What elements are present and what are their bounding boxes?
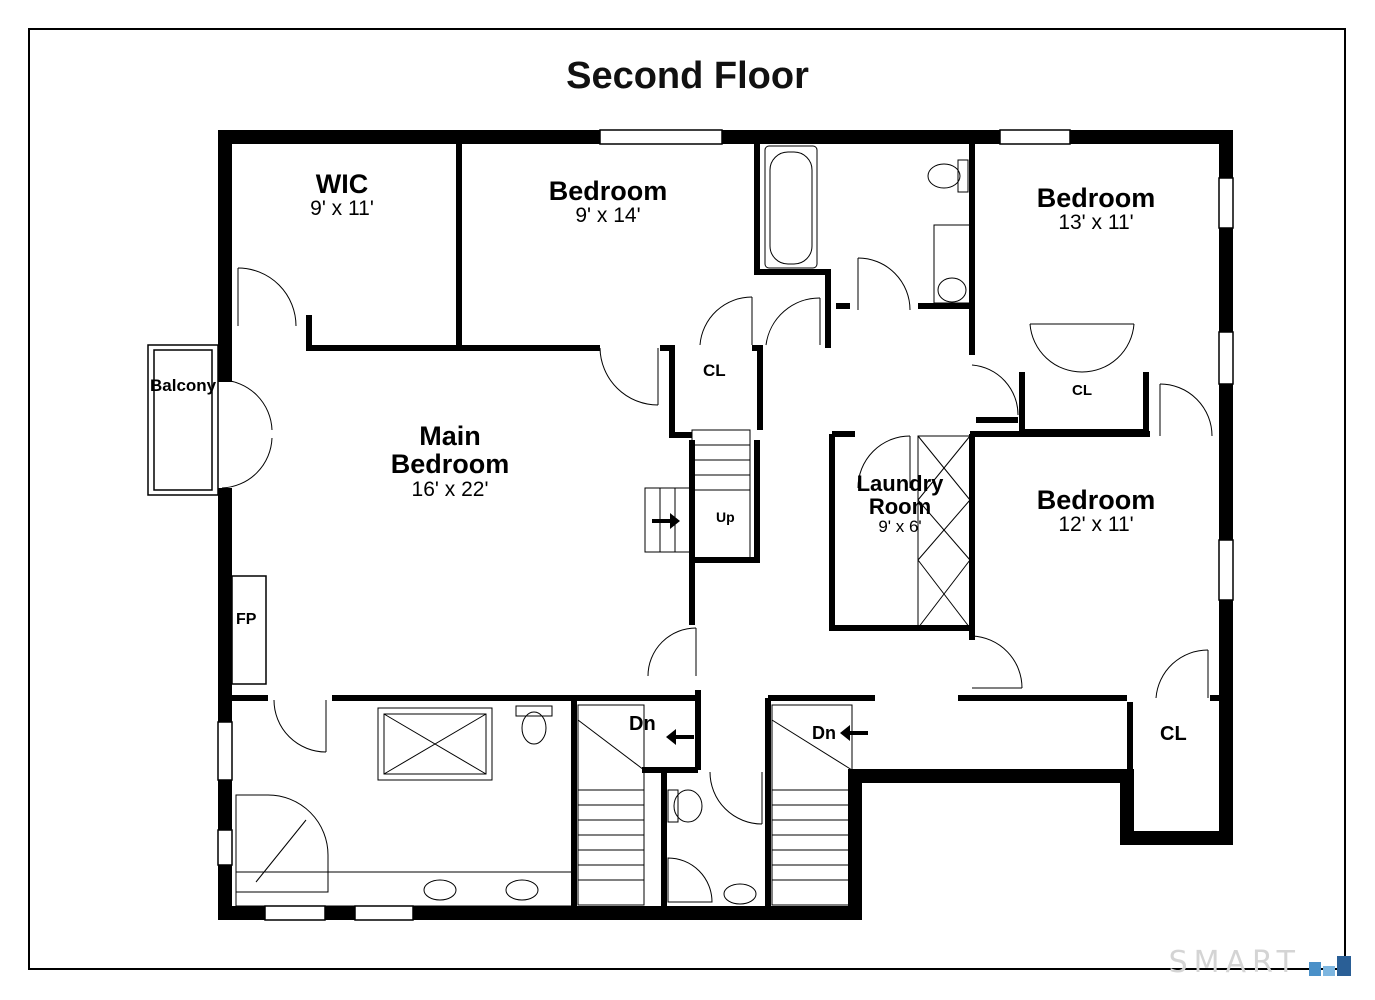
closet-label-1: CL: [703, 361, 726, 380]
page-frame: [28, 28, 1346, 970]
room-name-line1: Main: [419, 421, 481, 451]
room-laundry: Laundry Room 9' x 6': [845, 472, 955, 536]
balcony-label: Balcony: [150, 376, 217, 395]
room-dims: 16' x 22': [411, 477, 489, 501]
interior-walls: [228, 140, 1226, 910]
room-bedroom-a: Bedroom 9' x 14': [528, 177, 688, 227]
room-main-bedroom: Main Bedroom 16' x 22': [370, 422, 530, 501]
room-wic: WIC 9' x 11': [292, 170, 392, 220]
exterior-walls: [218, 130, 1233, 920]
brand-logo: SMART: [1169, 945, 1301, 980]
fireplace: [231, 575, 267, 685]
balcony: [147, 344, 219, 496]
room-dims: 12' x 11': [1058, 513, 1134, 537]
brand-text: SMART: [1168, 945, 1301, 980]
room-name: Bedroom: [1036, 485, 1156, 515]
stairs-down-label-1: Dn: [629, 713, 656, 735]
stairs-down-label-2: Dn: [812, 723, 836, 743]
doors: [221, 257, 1213, 825]
stairs: [577, 429, 853, 906]
room-dims: 13' x 11': [1058, 211, 1134, 235]
room-dims: 9' x 6': [878, 517, 922, 537]
room-dims: 9' x 14': [575, 204, 641, 228]
room-name: Bedroom: [548, 176, 668, 206]
room-bedroom-c: Bedroom 12' x 11': [1016, 486, 1176, 536]
room-name: Bedroom: [1036, 183, 1156, 213]
room-name-line1: Laundry: [856, 471, 944, 496]
windows: [217, 129, 1234, 921]
room-name-line2: Bedroom: [390, 449, 510, 480]
fixtures: [235, 145, 971, 907]
stair-arrows: [652, 513, 868, 745]
closet-label-3: CL: [1160, 723, 1187, 745]
fireplace-label: FP: [236, 611, 257, 628]
closet-label-2: CL: [1072, 382, 1092, 399]
stairs-up-label: Up: [716, 509, 735, 525]
room-name-line2: Room: [868, 494, 932, 520]
room-dims: 9' x 11': [310, 197, 374, 221]
room-bedroom-b: Bedroom 13' x 11': [1016, 184, 1176, 234]
mls-logo-icon: [1309, 956, 1351, 976]
room-name: WIC: [315, 169, 369, 199]
floor-title: Second Floor: [566, 55, 809, 97]
